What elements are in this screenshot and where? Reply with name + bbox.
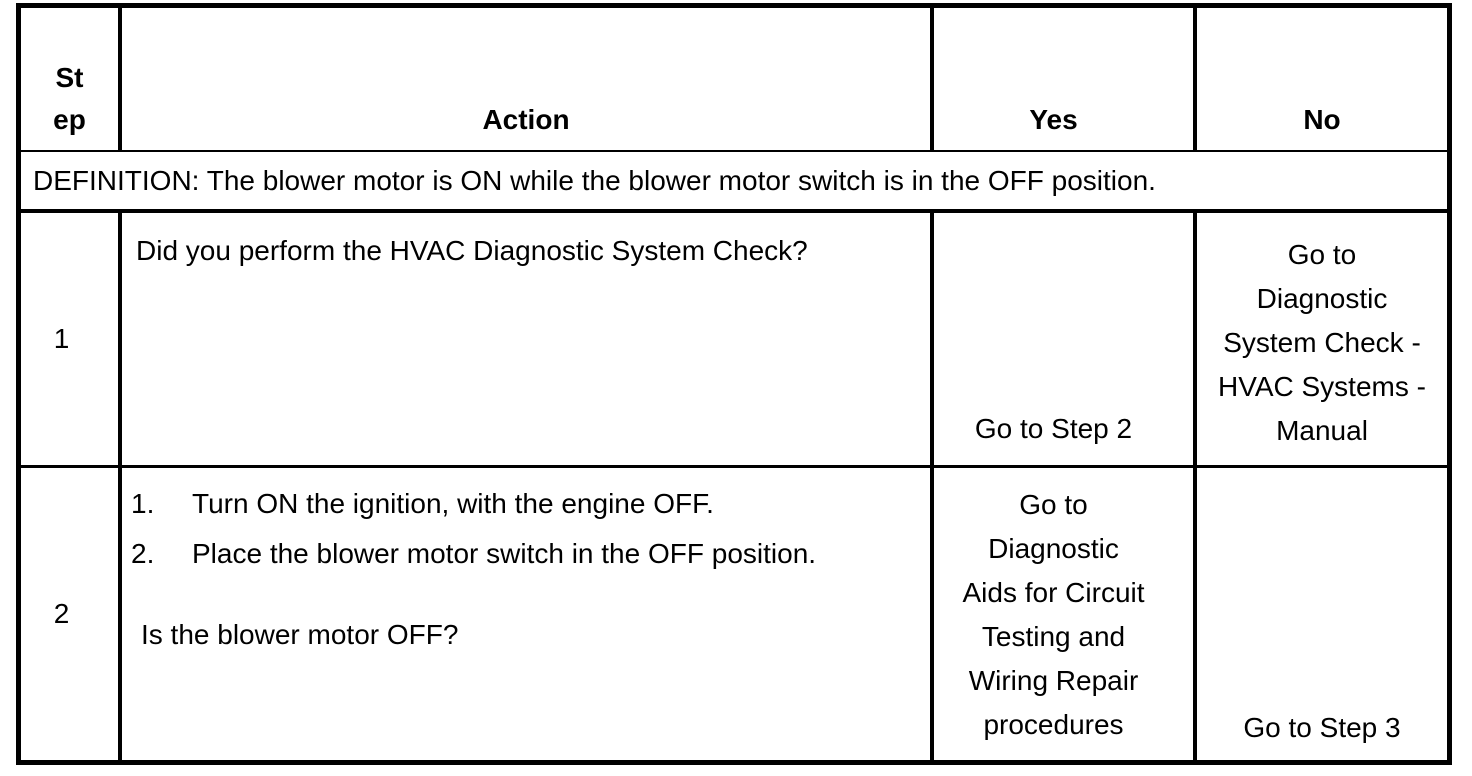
- definition-row: DEFINITION: The blower motor is ON while…: [21, 152, 1447, 213]
- diagnostic-table: St ep Action Yes No DEFINITION: The blow…: [16, 3, 1452, 765]
- column-header-no: No: [1197, 8, 1447, 152]
- column-header-yes: Yes: [934, 8, 1197, 152]
- action-cell: Did you perform the HVAC Diagnostic Syst…: [122, 213, 934, 468]
- cell-line: Go to Step 2: [974, 413, 1133, 444]
- cell-line: procedures: [983, 709, 1124, 740]
- yes-cell: Go to Diagnostic Aids for Circuit Testin…: [934, 468, 1197, 760]
- cell-line: Wiring Repair: [968, 665, 1139, 696]
- cell-line: Go to: [1019, 489, 1088, 520]
- step-number: 2: [53, 598, 70, 629]
- step-number-cell: 2: [21, 468, 122, 760]
- definition-text: DEFINITION: The blower motor is ON while…: [33, 164, 1156, 196]
- no-cell: Go to Diagnostic System Check - HVAC Sys…: [1197, 213, 1447, 468]
- list-number: 1.: [131, 488, 155, 519]
- cell-line: Diagnostic: [988, 533, 1119, 564]
- cell-line: Manual: [1276, 415, 1368, 446]
- cell-line: Go to Step 3: [1243, 712, 1401, 743]
- no-cell: Go to Step 3: [1197, 468, 1447, 760]
- action-question: Did you perform the HVAC Diagnostic Syst…: [136, 235, 808, 266]
- column-header-step-line1: St: [55, 62, 84, 93]
- column-header-step: St ep: [21, 8, 122, 152]
- action-step-item: 1. Turn ON the ignition, with the engine…: [131, 479, 930, 529]
- column-header-step-line2: ep: [53, 104, 86, 135]
- column-header-action: Action: [122, 8, 934, 152]
- column-header-no-label: No: [1303, 104, 1341, 135]
- cell-line: Go to: [1287, 239, 1357, 270]
- step-number-cell: 1: [21, 213, 122, 468]
- cell-line: Aids for Circuit: [962, 577, 1145, 608]
- list-text: Turn ON the ignition, with the engine OF…: [192, 488, 714, 519]
- cell-line: HVAC Systems -: [1218, 371, 1426, 402]
- list-text: Place the blower motor switch in the OFF…: [192, 538, 817, 569]
- cell-line: Diagnostic: [1256, 283, 1388, 314]
- step-number: 1: [53, 323, 70, 354]
- action-step-item: 2. Place the blower motor switch in the …: [131, 529, 930, 579]
- cell-line: System Check -: [1223, 327, 1421, 358]
- column-header-yes-label: Yes: [1029, 104, 1078, 135]
- column-header-action-label: Action: [482, 104, 570, 135]
- action-question: Is the blower motor OFF?: [141, 619, 459, 650]
- yes-cell: Go to Step 2: [934, 213, 1197, 468]
- list-number: 2.: [131, 538, 155, 569]
- cell-line: Testing and: [981, 621, 1126, 652]
- action-cell: 1. Turn ON the ignition, with the engine…: [122, 468, 934, 760]
